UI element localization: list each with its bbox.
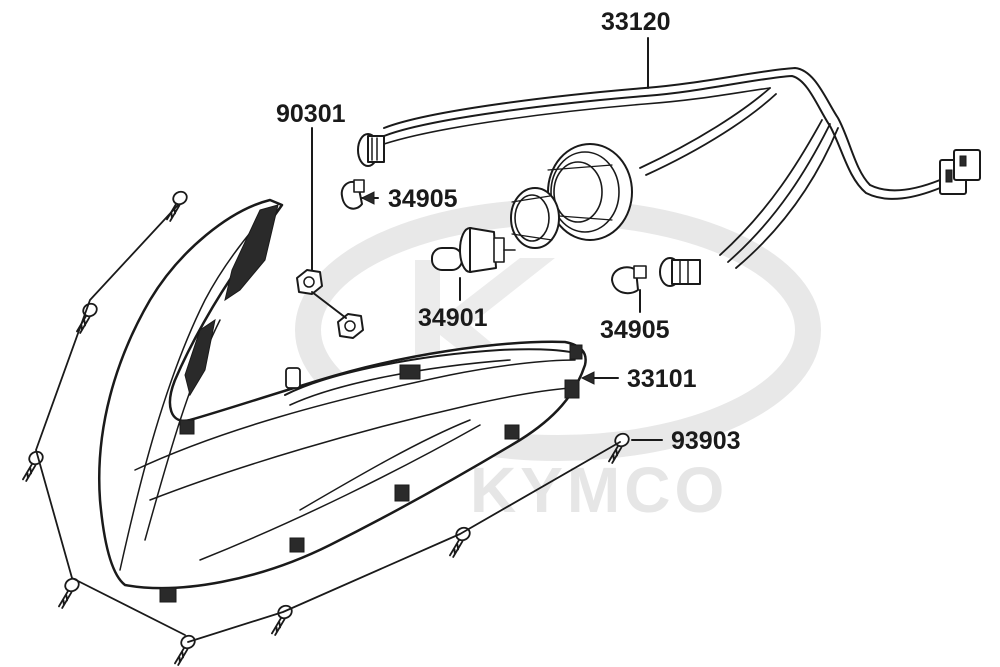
bulb-socket-left-icon	[357, 133, 385, 167]
screw-icon[interactable]	[14, 189, 636, 666]
part-label-headlight-unit: 33101	[627, 365, 697, 393]
part-label-nut: 90301	[276, 100, 346, 128]
nut-icon[interactable]	[296, 269, 364, 339]
part-label-position-bulb-top: 34905	[388, 185, 458, 213]
screw-group-lines	[35, 204, 621, 643]
headlight-assembly-icon[interactable]	[98, 198, 587, 603]
leader-lines	[311, 37, 663, 441]
part-label-screw: 93903	[671, 427, 741, 455]
wedge-bulb-icon[interactable]	[340, 179, 365, 210]
wedge-bulb-right-icon[interactable]	[611, 265, 647, 295]
part-label-headlight-bulb: 34901	[418, 304, 488, 332]
bulb-socket-right-icon	[659, 257, 701, 287]
part-label-wire-harness: 33120	[601, 8, 671, 36]
h4-bulb-icon[interactable]	[431, 227, 516, 273]
retaining-ring-icon	[510, 187, 560, 249]
wire-harness[interactable]	[383, 67, 941, 269]
harness-connector-icon	[939, 149, 981, 195]
part-label-position-bulb-right: 34905	[600, 316, 670, 344]
watermark-brand: KYMCO	[470, 454, 728, 526]
